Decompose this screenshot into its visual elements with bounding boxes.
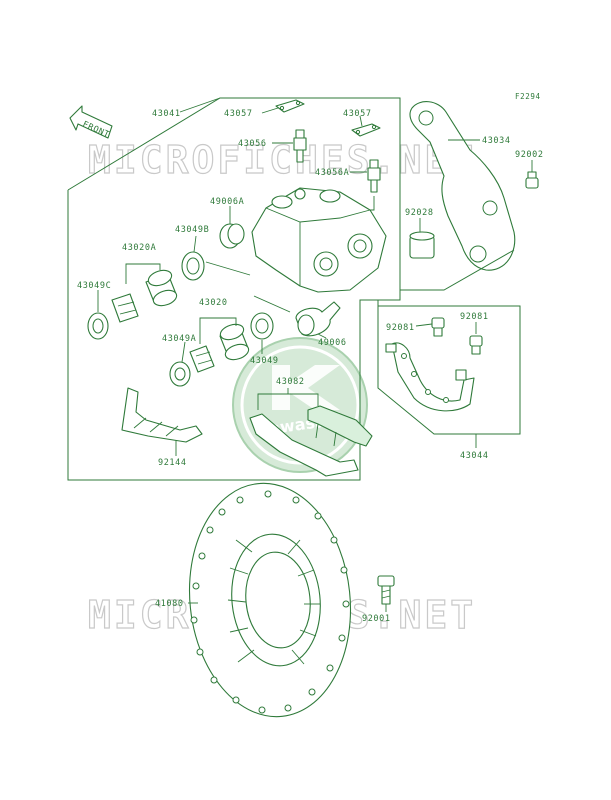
label-92081-right: 92081 bbox=[460, 312, 489, 322]
caliper-body bbox=[251, 187, 387, 293]
label-43044: 43044 bbox=[460, 451, 489, 461]
label-43056a: 43056A bbox=[315, 168, 349, 178]
label-43049c: 43049C bbox=[77, 281, 111, 291]
label-49006: 49006 bbox=[318, 338, 347, 348]
sleeve-92028 bbox=[409, 231, 435, 259]
boot-49006a bbox=[219, 223, 245, 249]
front-arrow-icon: FRONT bbox=[69, 105, 113, 140]
caliper-bracket bbox=[409, 101, 516, 271]
bleed-valve-43056a bbox=[367, 159, 381, 193]
caliper-assembly-frame bbox=[67, 97, 401, 481]
bleed-valve-43056 bbox=[293, 129, 307, 163]
bolt-92002 bbox=[525, 171, 539, 189]
label-43082: 43082 bbox=[276, 377, 305, 387]
bleed-cap-43057-right bbox=[351, 123, 381, 137]
piston-43020a-small bbox=[111, 293, 139, 323]
piston-43020-small bbox=[189, 345, 215, 373]
label-43034: 43034 bbox=[482, 136, 511, 146]
seal-43049 bbox=[250, 312, 274, 340]
label-92001: 92001 bbox=[362, 614, 391, 624]
watermark-top: MICROFICHES.NET bbox=[88, 138, 476, 182]
pad-holder-frame bbox=[377, 305, 521, 435]
label-43049a: 43049A bbox=[162, 334, 196, 344]
seal-43049b bbox=[181, 251, 205, 281]
spring-clip-92144 bbox=[121, 387, 203, 443]
label-43057-right: 43057 bbox=[343, 109, 372, 119]
label-49006a: 49006A bbox=[210, 197, 244, 207]
pad-pin-92081-right bbox=[469, 335, 483, 355]
piston-43020-large bbox=[219, 323, 250, 361]
pad-pin-92081-left bbox=[431, 317, 445, 337]
label-43020a: 43020A bbox=[122, 243, 156, 253]
label-41080: 41080 bbox=[155, 599, 184, 609]
label-92002: 92002 bbox=[515, 150, 544, 160]
label-43049b: 43049B bbox=[175, 225, 209, 235]
label-43049: 43049 bbox=[250, 356, 279, 366]
seal-43049c bbox=[87, 312, 109, 340]
brake-disc-41080 bbox=[188, 482, 352, 718]
label-43057-left: 43057 bbox=[224, 109, 253, 119]
figure-code: F2294 bbox=[515, 92, 541, 101]
label-92144: 92144 bbox=[158, 458, 187, 468]
brake-pads-43082 bbox=[249, 405, 373, 477]
label-92081-left: 92081 bbox=[386, 323, 415, 333]
label-43056: 43056 bbox=[238, 139, 267, 149]
pad-holder-43044 bbox=[385, 342, 475, 412]
seal-43049a bbox=[169, 361, 191, 387]
label-92028: 92028 bbox=[405, 208, 434, 218]
label-43020: 43020 bbox=[199, 298, 228, 308]
label-43041: 43041 bbox=[152, 109, 181, 119]
piston-43020a-large bbox=[145, 269, 178, 307]
bleed-cap-43057-left bbox=[275, 99, 305, 113]
boot-49006 bbox=[295, 301, 341, 337]
